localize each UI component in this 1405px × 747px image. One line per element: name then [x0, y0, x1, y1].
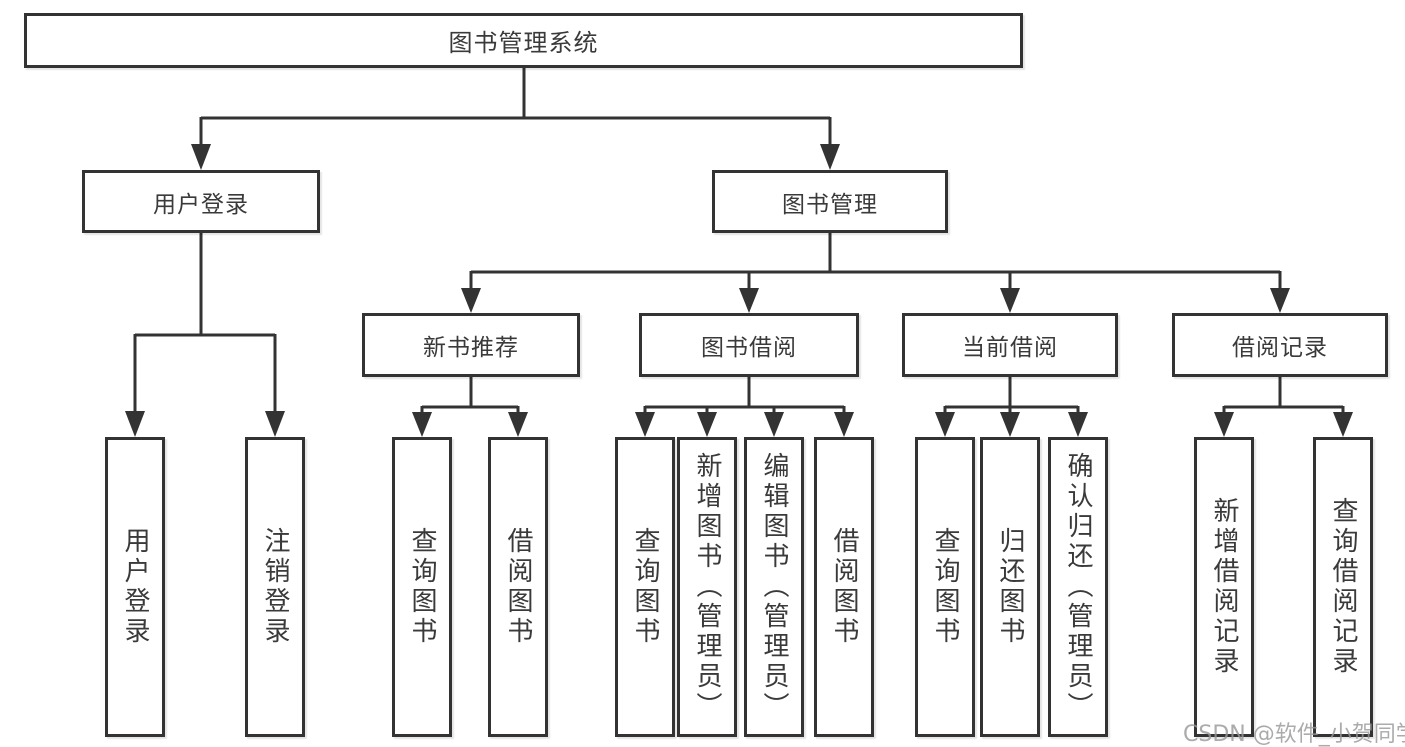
node-borrow-records: 借阅记录 — [1172, 313, 1388, 377]
leaf-user-login: 用户登录 — [105, 437, 165, 737]
leaf-confirm-return-admin: 确认归还（管理员） — [1048, 437, 1108, 737]
leaf-edit-book-admin: 编辑图书（管理员） — [744, 437, 804, 737]
watermark: CSDN @软件_小贺同学 — [1183, 722, 1405, 747]
node-user-login: 用户登录 — [82, 170, 320, 233]
leaf-query-books-current: 查询图书 — [915, 437, 975, 737]
connector-bookmgmt-to-level3 — [461, 233, 1290, 313]
node-current-borrow: 当前借阅 — [902, 313, 1118, 377]
leaf-add-borrow-record: 新增借阅记录 — [1194, 437, 1254, 737]
leaf-query-books-borrow: 查询图书 — [615, 437, 675, 737]
leaf-borrow-books-recommend: 借阅图书 — [488, 437, 548, 737]
leaf-query-borrow-record: 查询借阅记录 — [1313, 437, 1373, 737]
connector-root-to-level2 — [191, 68, 840, 170]
leaf-return-books: 归还图书 — [980, 437, 1040, 737]
connector-bookborrow-to-leaves — [635, 377, 854, 437]
node-book-borrow: 图书借阅 — [639, 313, 859, 377]
leaf-query-books-recommend: 查询图书 — [392, 437, 452, 737]
leaf-borrow-books-borrow: 借阅图书 — [814, 437, 874, 737]
connector-currentborrow-to-leaves — [935, 377, 1088, 437]
node-book-management: 图书管理 — [712, 170, 948, 233]
connector-userlogin-to-leaves — [125, 233, 285, 437]
connector-borrowrecord-to-leaves — [1214, 377, 1353, 437]
leaf-logout: 注销登录 — [245, 437, 305, 737]
leaf-add-book-admin: 新增图书（管理员） — [677, 437, 737, 737]
connector-newbook-to-leaves — [412, 377, 528, 437]
node-root: 图书管理系统 — [24, 13, 1023, 68]
node-new-book-recommend: 新书推荐 — [362, 313, 580, 377]
